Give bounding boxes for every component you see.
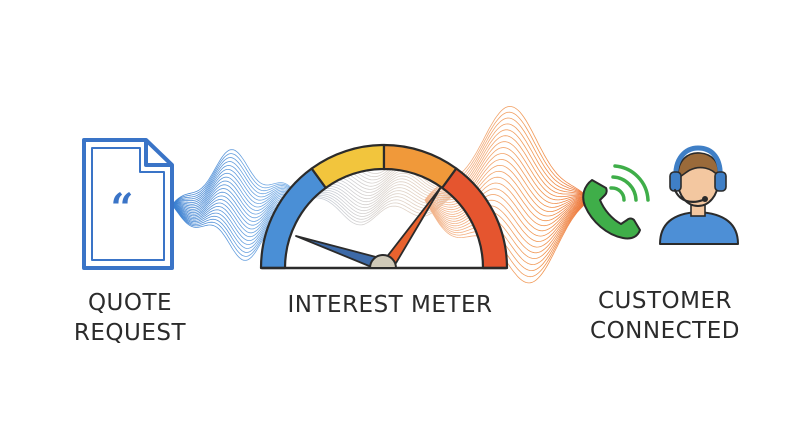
signal-waves-icon — [609, 164, 650, 202]
wave-bundle-right-line — [424, 194, 591, 237]
wave-bundle-right-line — [424, 199, 591, 266]
wave-bundle-right-line — [424, 199, 591, 284]
customer-connected-label: CUSTOMER CONNECTED — [560, 286, 770, 346]
wave-bundle-right-line — [424, 199, 591, 260]
gauge-hub — [368, 254, 398, 269]
quote-request-label-line1: QUOTE — [87, 290, 173, 316]
wave-bundle-left-line — [171, 172, 306, 206]
quote-mark-icon: “ — [110, 185, 133, 232]
wave-bundle-middle-line — [289, 189, 471, 223]
wave-bundle-right-line — [424, 147, 591, 201]
quote-request-label-line2: REQUEST — [73, 320, 187, 346]
wave-bundle-left-line — [171, 149, 306, 206]
wave-bundle-right-line — [424, 164, 591, 212]
wave-bundle-right-line — [424, 153, 591, 204]
customer-connected-label-line2: CONNECTED — [590, 318, 740, 344]
wave-bundle-right-line — [424, 199, 591, 254]
wave-bundle-left-line — [171, 153, 306, 206]
wave-bundle-left-line — [171, 169, 306, 206]
wave-bundle-right-line — [424, 188, 591, 232]
wave-bundle-right-line — [424, 170, 591, 217]
needle-high — [385, 186, 442, 264]
wave-bundle-right-line — [424, 199, 591, 278]
gauge-segment-2 — [310, 143, 386, 190]
wave-bundle-left-line — [171, 176, 306, 208]
headset-agent-icon — [659, 145, 739, 245]
needle-low — [295, 235, 377, 269]
wave-bundle-left-line — [171, 164, 306, 206]
gauge-icon — [259, 143, 509, 270]
quote-request-label: QUOTE REQUEST — [50, 288, 210, 348]
wave-bundle-middle-line — [289, 189, 471, 220]
svg-text:“: “ — [110, 185, 133, 232]
interest-meter-label: INTEREST METER — [287, 292, 493, 318]
wave-bundle-left-line — [171, 180, 306, 211]
document-icon: “ — [82, 138, 174, 270]
gauge-segment-1 — [259, 167, 327, 270]
wave-bundle-left-line — [171, 161, 306, 206]
wave-bundle-right-line — [424, 182, 591, 227]
wave-bundle-right-line — [424, 176, 591, 222]
wave-bundle-right-line — [424, 199, 591, 248]
customer-connected-label-line1: CUSTOMER — [597, 288, 732, 314]
wave-bundle-left-line — [171, 184, 306, 215]
gauge-segment-3 — [382, 143, 458, 190]
wave-bundle-right-line — [425, 158, 591, 208]
wave-bundle-right-line — [424, 199, 591, 272]
wave-bundle-right-line — [424, 199, 591, 242]
phone-icon — [582, 179, 641, 240]
wave-bundle-left-line — [171, 157, 306, 206]
